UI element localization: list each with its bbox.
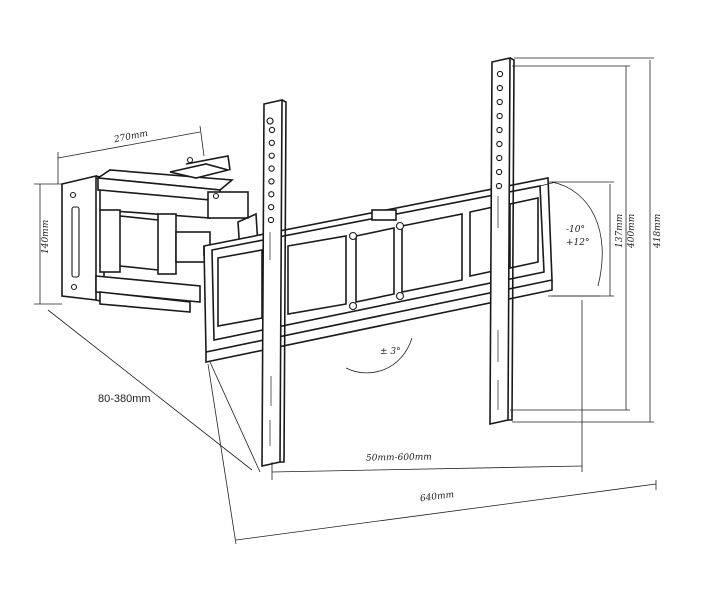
bracket-hole [267, 203, 275, 211]
arm-height-label: 140mm [41, 220, 51, 254]
overall-height-label: 418mm [653, 214, 663, 249]
dimension-swivel: ± 3° [345, 337, 413, 374]
bracket-hole [496, 112, 503, 120]
bracket-hole [268, 165, 275, 172]
bracket-hole [496, 126, 503, 134]
tilt-label: -10° [566, 225, 585, 235]
articulating-arm [95, 155, 259, 313]
wall-plate [61, 174, 105, 304]
bracket-hole [496, 98, 503, 106]
bracket-hole [268, 191, 275, 198]
bracket-hole [267, 216, 275, 224]
bracket-hole [268, 152, 275, 159]
overall-width-label: 640mm [419, 490, 454, 504]
vesa-vertical-label: 400mm [627, 214, 637, 249]
swivel-label: ± 3° [380, 347, 401, 357]
dimension-vesa-horizontal: 50mm-600mm [271, 300, 583, 480]
extension-label: 80-380mm [98, 393, 151, 405]
bracket-hole [268, 139, 276, 147]
bracket-hole [268, 178, 275, 185]
tilt2-label: +12° [566, 238, 590, 248]
dimension-arm-height: 140mm [34, 183, 62, 305]
bracket-hole [496, 70, 504, 78]
vesa-horizontal-label: 50mm-600mm [366, 452, 432, 463]
bracket-hole [496, 140, 503, 148]
bracket-hole [496, 154, 503, 162]
vertical-bracket-left [261, 99, 287, 467]
vertical-bracket-right [489, 57, 515, 425]
dimension-extension: 80-380mm [47, 309, 261, 473]
bracket-hole [495, 168, 503, 176]
plate-height-label: 137mm [615, 214, 625, 248]
dimension-plate-height: 137mm [548, 181, 625, 297]
dimension-vesa-vertical: 400mm [510, 65, 637, 411]
bracket-hole [495, 182, 503, 190]
bracket-hole [268, 126, 276, 134]
mounting-plate [203, 177, 553, 363]
arm-width-label: 270mm [112, 129, 149, 146]
bracket-hole [496, 84, 504, 92]
dimension-overall-width: 640mm [207, 363, 657, 545]
dimension-overall-height: 418mm [512, 57, 663, 423]
